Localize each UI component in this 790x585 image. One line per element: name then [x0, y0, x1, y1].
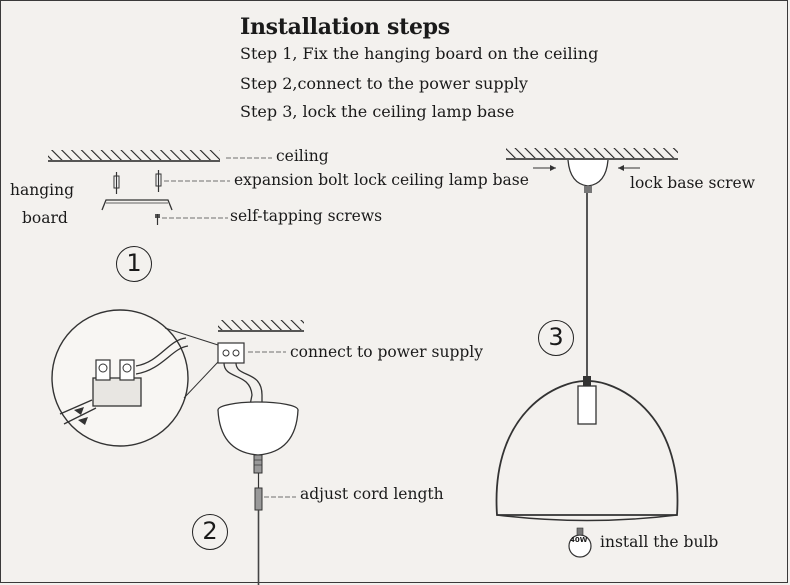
ceiling-canopy-3	[567, 159, 609, 193]
label-expansion-bolt: expansion bolt	[234, 171, 349, 189]
label-connect-to-power-supply: connect to power supply	[290, 343, 484, 361]
ceiling-hatch-3	[506, 148, 678, 160]
step-2-text: Step 2,connect to the power supply	[240, 74, 528, 93]
step-number-1: 1	[116, 246, 152, 282]
hanging-board-bracket	[101, 199, 173, 211]
pendant-cord	[577, 193, 597, 425]
step-1-text: Step 1, Fix the hanging board on the cei…	[240, 44, 599, 63]
terminal-block-small	[217, 342, 245, 364]
bulb-icon	[568, 527, 592, 558]
label-hanging: hanging	[10, 181, 74, 199]
label-self-tapping-screws: self-tapping screws	[230, 207, 383, 225]
bulb-wattage-label: 40W	[570, 536, 588, 544]
label-lock-ceiling-lamp-base: lock ceiling lamp base	[354, 171, 529, 189]
label-lock-base-screw: lock base screw	[630, 174, 755, 192]
power-wires	[223, 362, 263, 406]
page-title: Installation steps	[240, 14, 450, 40]
ceiling-hatch-2	[218, 320, 304, 332]
label-board: board	[22, 209, 68, 227]
step-3-text: Step 3, lock the ceiling lamp base	[240, 102, 515, 121]
step-number-3: 3	[538, 320, 574, 356]
cord-grip	[253, 454, 263, 585]
expansion-bolt-left	[113, 172, 120, 194]
base-screw-arrows	[533, 165, 640, 171]
terminal-zoom-callout	[51, 309, 219, 447]
step-number-2: 2	[192, 514, 228, 550]
label-ceiling: ceiling	[276, 147, 329, 165]
expansion-bolt-right	[155, 170, 162, 192]
label-install-the-bulb: install the bulb	[600, 533, 719, 551]
ceiling-hatch-1	[48, 150, 220, 162]
self-tapping-screw	[155, 214, 160, 225]
pendant-shade	[495, 380, 679, 522]
ceiling-canopy-2	[217, 401, 299, 456]
label-adjust-cord-length: adjust cord length	[300, 485, 444, 503]
